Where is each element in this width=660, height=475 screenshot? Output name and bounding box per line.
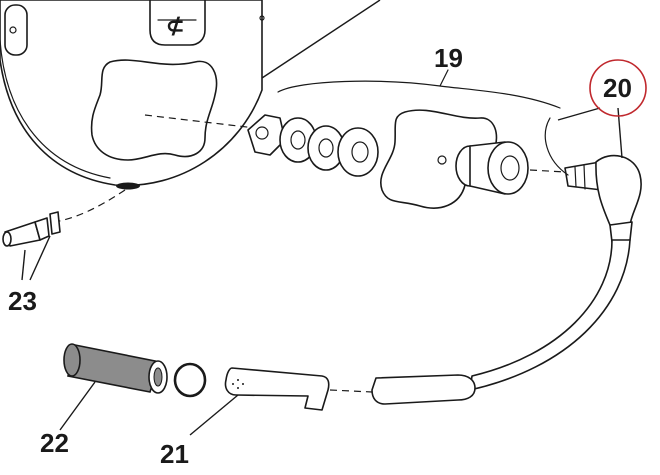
callout-21: 21: [160, 439, 189, 469]
part-19-mounting-assembly: [247, 69, 566, 209]
part-21-mic-cap: [189, 367, 330, 436]
part-20-mic-boom: [371, 107, 642, 405]
axis-dashed-line-3: [329, 389, 373, 393]
axis-dashed-line-1: [144, 114, 256, 129]
part-23-tips: [2, 211, 61, 281]
svg-text:⊄: ⊄: [166, 13, 184, 38]
knob: [455, 141, 529, 195]
callout-23: 23: [8, 286, 37, 316]
washer-3: [337, 127, 379, 177]
callout-22: 22: [40, 428, 69, 458]
shell-leader-line: [261, 0, 381, 79]
callout-20: 20: [603, 73, 632, 103]
axis-dashed-line-2: [54, 189, 126, 223]
washer-1: [279, 117, 317, 163]
callout-20-highlight-circle: [589, 59, 647, 117]
helmet-shell: ⊄: [0, 0, 265, 190]
o-ring: [173, 362, 207, 398]
callout-19: 19: [434, 43, 463, 73]
part-22-tube: [59, 343, 168, 431]
